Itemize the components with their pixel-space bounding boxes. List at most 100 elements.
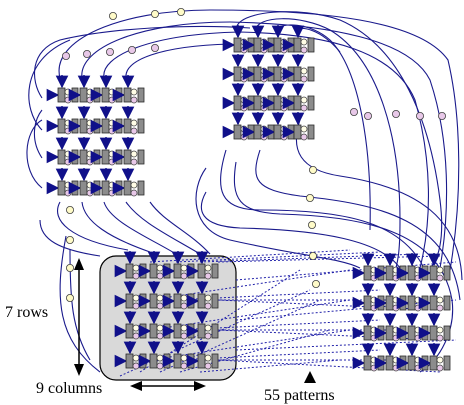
cell-block — [429, 325, 438, 341]
cell-feedback-node — [300, 46, 308, 54]
cell-output-node — [204, 264, 212, 272]
wire — [39, 219, 101, 257]
routing-node-yellow — [308, 165, 317, 174]
columns-dimension — [130, 381, 206, 391]
cell-block — [273, 37, 282, 53]
cell-output-node — [370, 296, 378, 304]
cell-block — [407, 265, 416, 281]
cell-output-node — [86, 181, 94, 189]
routing-node-pink — [150, 44, 159, 53]
cell-feedback-node — [240, 46, 248, 54]
cell-feedback-node — [414, 334, 422, 342]
cell-output-node — [240, 125, 248, 133]
cell-feedback-node — [392, 304, 400, 312]
cell-block — [293, 37, 302, 53]
cell-output-node — [280, 67, 288, 75]
cell-block — [197, 263, 206, 279]
cell-block — [273, 95, 282, 111]
cell-block — [57, 149, 66, 165]
cell-register — [307, 66, 315, 82]
cell-block — [197, 293, 206, 309]
cell-feedback-node — [436, 334, 444, 342]
cell-block — [123, 118, 132, 134]
cell-feedback-node — [240, 133, 248, 141]
wire — [275, 24, 371, 231]
wire — [219, 149, 425, 269]
wire — [58, 9, 460, 271]
cell-block — [173, 323, 182, 339]
cell-feedback-node — [392, 274, 400, 282]
array-bottom-right — [352, 253, 451, 372]
cell-feedback-node — [132, 362, 140, 370]
cell-block — [101, 87, 110, 103]
cell-block — [429, 295, 438, 311]
routing-node-yellow — [308, 251, 317, 260]
routing-node-pink — [106, 48, 115, 57]
cell-output-node — [64, 181, 72, 189]
cell-register — [443, 265, 451, 281]
cell-feedback-node — [86, 127, 94, 135]
cell-block — [173, 293, 182, 309]
cell-output-node — [392, 266, 400, 274]
cell-block — [429, 265, 438, 281]
cell-block — [123, 180, 132, 196]
wire — [125, 201, 201, 255]
cell-feedback-node — [132, 332, 140, 340]
cell-feedback-node — [64, 158, 72, 166]
cell-feedback-node — [156, 272, 164, 280]
cell-feedback-node — [260, 46, 268, 54]
wire — [235, 11, 443, 269]
cell-block — [363, 325, 372, 341]
wire — [195, 167, 361, 269]
cell-block — [79, 118, 88, 134]
cell-block — [101, 149, 110, 165]
cell-block — [233, 37, 242, 53]
connection-nodes — [62, 7, 446, 302]
cell-output-node — [86, 150, 94, 158]
cell-feedback-node — [156, 362, 164, 370]
routing-node-pink — [349, 108, 358, 117]
array-bottom-left — [114, 251, 219, 370]
cell-feedback-node — [280, 46, 288, 54]
cell-block — [233, 66, 242, 82]
cell-output-node — [156, 354, 164, 362]
wire — [255, 18, 401, 269]
routing-node-pink — [415, 112, 424, 121]
columns-label: 9 columns — [36, 380, 102, 397]
cell-register — [443, 295, 451, 311]
cell-feedback-node — [300, 104, 308, 112]
cell-output-node — [130, 150, 138, 158]
cell-feedback-node — [204, 332, 212, 340]
cell-feedback-node — [132, 302, 140, 310]
cell-feedback-node — [280, 104, 288, 112]
cell-block — [149, 293, 158, 309]
cell-feedback-node — [130, 189, 138, 197]
cell-feedback-node — [280, 133, 288, 141]
cell-feedback-node — [392, 334, 400, 342]
cell-register — [137, 118, 145, 134]
interconnect-wires — [26, 9, 463, 373]
cell-feedback-node — [436, 364, 444, 372]
routing-node-yellow — [150, 9, 159, 18]
routing-node-yellow — [311, 279, 320, 288]
cell-feedback-node — [180, 362, 188, 370]
cell-feedback-node — [240, 75, 248, 83]
cell-block — [407, 355, 416, 371]
cell-feedback-node — [204, 272, 212, 280]
cell-output-node — [86, 119, 94, 127]
pattern-link — [235, 339, 457, 351]
cell-feedback-node — [108, 96, 116, 104]
routing-node-yellow — [307, 220, 316, 229]
cell-feedback-node — [260, 75, 268, 83]
cell-output-node — [108, 88, 116, 96]
cell-output-node — [260, 38, 268, 46]
cell-feedback-node — [180, 272, 188, 280]
cell-output-node — [280, 96, 288, 104]
cell-output-node — [64, 119, 72, 127]
cell-block — [173, 263, 182, 279]
wire — [295, 119, 463, 281]
cell-block — [233, 95, 242, 111]
cell-output-node — [436, 356, 444, 364]
